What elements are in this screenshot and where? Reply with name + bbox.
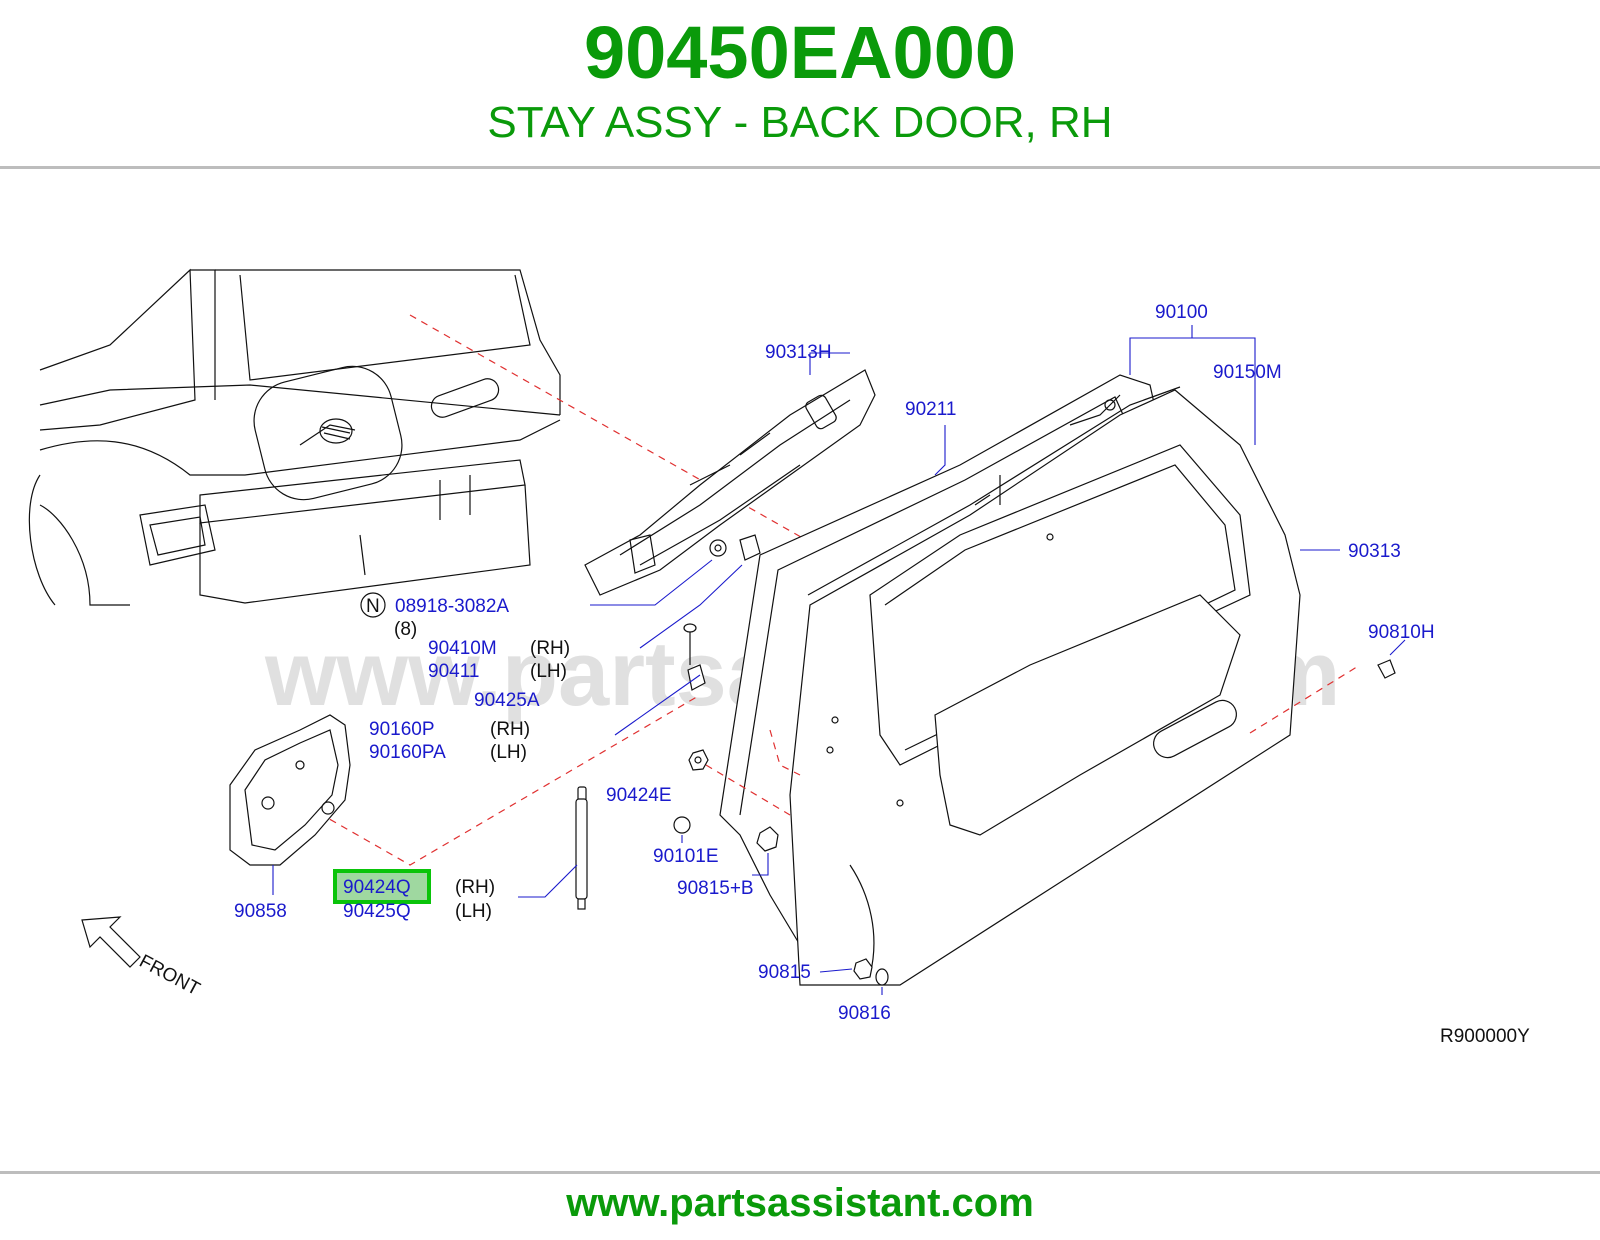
lock-assembly-90313H (584, 369, 876, 596)
header-divider (0, 166, 1600, 169)
label-90424E: 90424E (606, 785, 672, 806)
part-number-title: 90450EA000 (583, 11, 1017, 94)
part-description: STAY ASSY - BACK DOOR, RH (487, 98, 1113, 147)
label-90411: 90411 (428, 661, 479, 682)
parts-diagram: www.partsassistant.com 90313H (28, 268, 1530, 1047)
bracket-90410M (709, 534, 761, 561)
label-90313H: 90313H (765, 342, 832, 363)
back-door-outer-90100 (789, 386, 1301, 986)
label-90410M-side: (RH) (530, 638, 570, 659)
label-90100: 90100 (1155, 302, 1208, 323)
bumper-90815B (756, 826, 779, 852)
label-90858: 90858 (234, 901, 287, 922)
label-90160P-side: (RH) (490, 719, 530, 740)
gas-stay-90424Q (575, 786, 588, 910)
bracket-plate-90858 (229, 714, 351, 866)
label-90150M: 90150M (1213, 362, 1282, 383)
label-90313: 90313 (1348, 541, 1401, 562)
front-arrow-icon (81, 916, 141, 968)
label-08918-3082A: 08918-3082A (395, 596, 509, 617)
label-90160PA: 90160PA (369, 742, 446, 763)
nut-symbol: N (360, 592, 386, 618)
grommet-90816 (875, 968, 889, 986)
footer-url[interactable]: www.partsassistant.com (566, 1181, 1034, 1225)
svg-text:N: N (366, 596, 380, 617)
label-90816: 90816 (838, 1003, 891, 1024)
nut-90424E (688, 749, 709, 771)
label-90815: 90815 (758, 962, 811, 983)
highlight-90424Q[interactable] (333, 869, 431, 904)
label-90160PA-side: (LH) (490, 742, 527, 763)
clip-90810H (1377, 659, 1396, 679)
label-90211: 90211 (905, 399, 956, 420)
front-label: FRONT (136, 951, 204, 1000)
label-90425A: 90425A (474, 690, 540, 711)
label-90410M: 90410M (428, 638, 497, 659)
footer-divider (0, 1171, 1600, 1174)
grommet-90101E (673, 816, 691, 834)
reference-code: R900000Y (1440, 1026, 1530, 1047)
label-90815B: 90815+B (677, 878, 754, 899)
label-90424Q[interactable]: 90424Q (343, 877, 411, 898)
label-90411-side: (LH) (530, 661, 567, 682)
label-90425Q: 90425Q (343, 901, 411, 922)
label-90101E: 90101E (653, 846, 719, 867)
label-08918-qty: (8) (394, 619, 417, 640)
bumper-90815 (853, 958, 873, 980)
vehicle-rear-body (28, 268, 561, 606)
label-90810H: 90810H (1368, 622, 1435, 643)
label-90160P: 90160P (369, 719, 435, 740)
label-90424Q-side: (RH) (455, 877, 495, 898)
label-90425Q-side: (LH) (455, 901, 492, 922)
